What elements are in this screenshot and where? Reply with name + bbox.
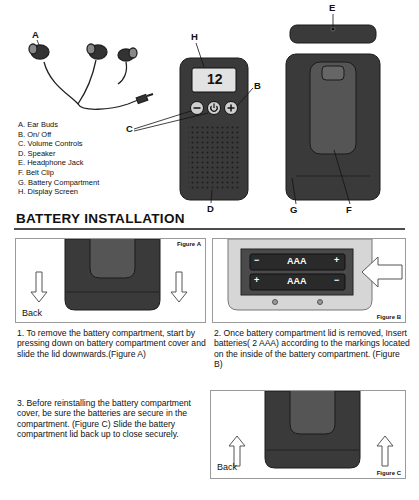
battery-label: AAA: [287, 256, 307, 267]
instruction-text: 1. To remove the battery compartment, st…: [17, 328, 207, 359]
heading-rule: [14, 228, 405, 230]
callout-letter: G: [290, 204, 297, 216]
part-name: C. Volume Controls: [18, 139, 83, 148]
callout-letter: E: [329, 2, 335, 14]
leader-lines: [37, 14, 350, 204]
side-label: Back: [217, 462, 237, 472]
part-name: F. Belt Clip: [18, 168, 54, 177]
figure-label: Figure C: [377, 470, 401, 476]
part-name: E. Headphone Jack: [18, 158, 83, 167]
device-front: [180, 58, 248, 200]
polarity-mark: +: [334, 255, 339, 266]
callout-letter: H: [191, 31, 198, 43]
instruction-text: 3. Before reinstalling the battery compa…: [17, 398, 203, 439]
speaker: [188, 124, 240, 190]
part-name: B. On/ Off: [18, 130, 51, 139]
polarity-mark: +: [254, 275, 259, 286]
figure-a-device: [31, 239, 187, 310]
figure-label: Figure B: [377, 314, 401, 320]
device-top: [290, 25, 376, 43]
figure-c-device: [229, 391, 393, 468]
callout-letter: B: [254, 80, 261, 92]
figure-b-device: [228, 239, 402, 310]
callout-letter: D: [207, 203, 214, 215]
figure-panel: Figure C Back: [210, 390, 406, 479]
callout-letter: C: [126, 123, 133, 135]
battery: [250, 254, 345, 270]
device-back: [286, 54, 380, 200]
battery: [250, 274, 345, 290]
display-screen: [192, 68, 236, 92]
callout-letter: A: [32, 29, 39, 41]
ear-buds: [29, 44, 153, 109]
belt-clip: [310, 62, 356, 154]
part-name: G. Battery Compartment: [18, 178, 99, 187]
battery-label: AAA: [287, 276, 307, 287]
part-name: H. Display Screen: [18, 187, 78, 196]
part-name: D. Speaker: [18, 149, 56, 158]
figure-panel: Figure B: [212, 238, 406, 323]
figure-panel: Figure A Back: [15, 238, 206, 323]
callout-letter: F: [346, 204, 352, 216]
figure-label: Figure A: [177, 241, 201, 247]
part-name: A. Ear Buds: [18, 120, 58, 129]
display-digits: 12: [207, 71, 223, 89]
polarity-mark: −: [254, 255, 259, 266]
instruction-text: 2. Once battery compartment lid is remov…: [214, 328, 410, 369]
polarity-mark: −: [334, 275, 339, 286]
section-heading: BATTERY INSTALLATION: [16, 211, 185, 228]
side-label: Back: [22, 308, 42, 318]
